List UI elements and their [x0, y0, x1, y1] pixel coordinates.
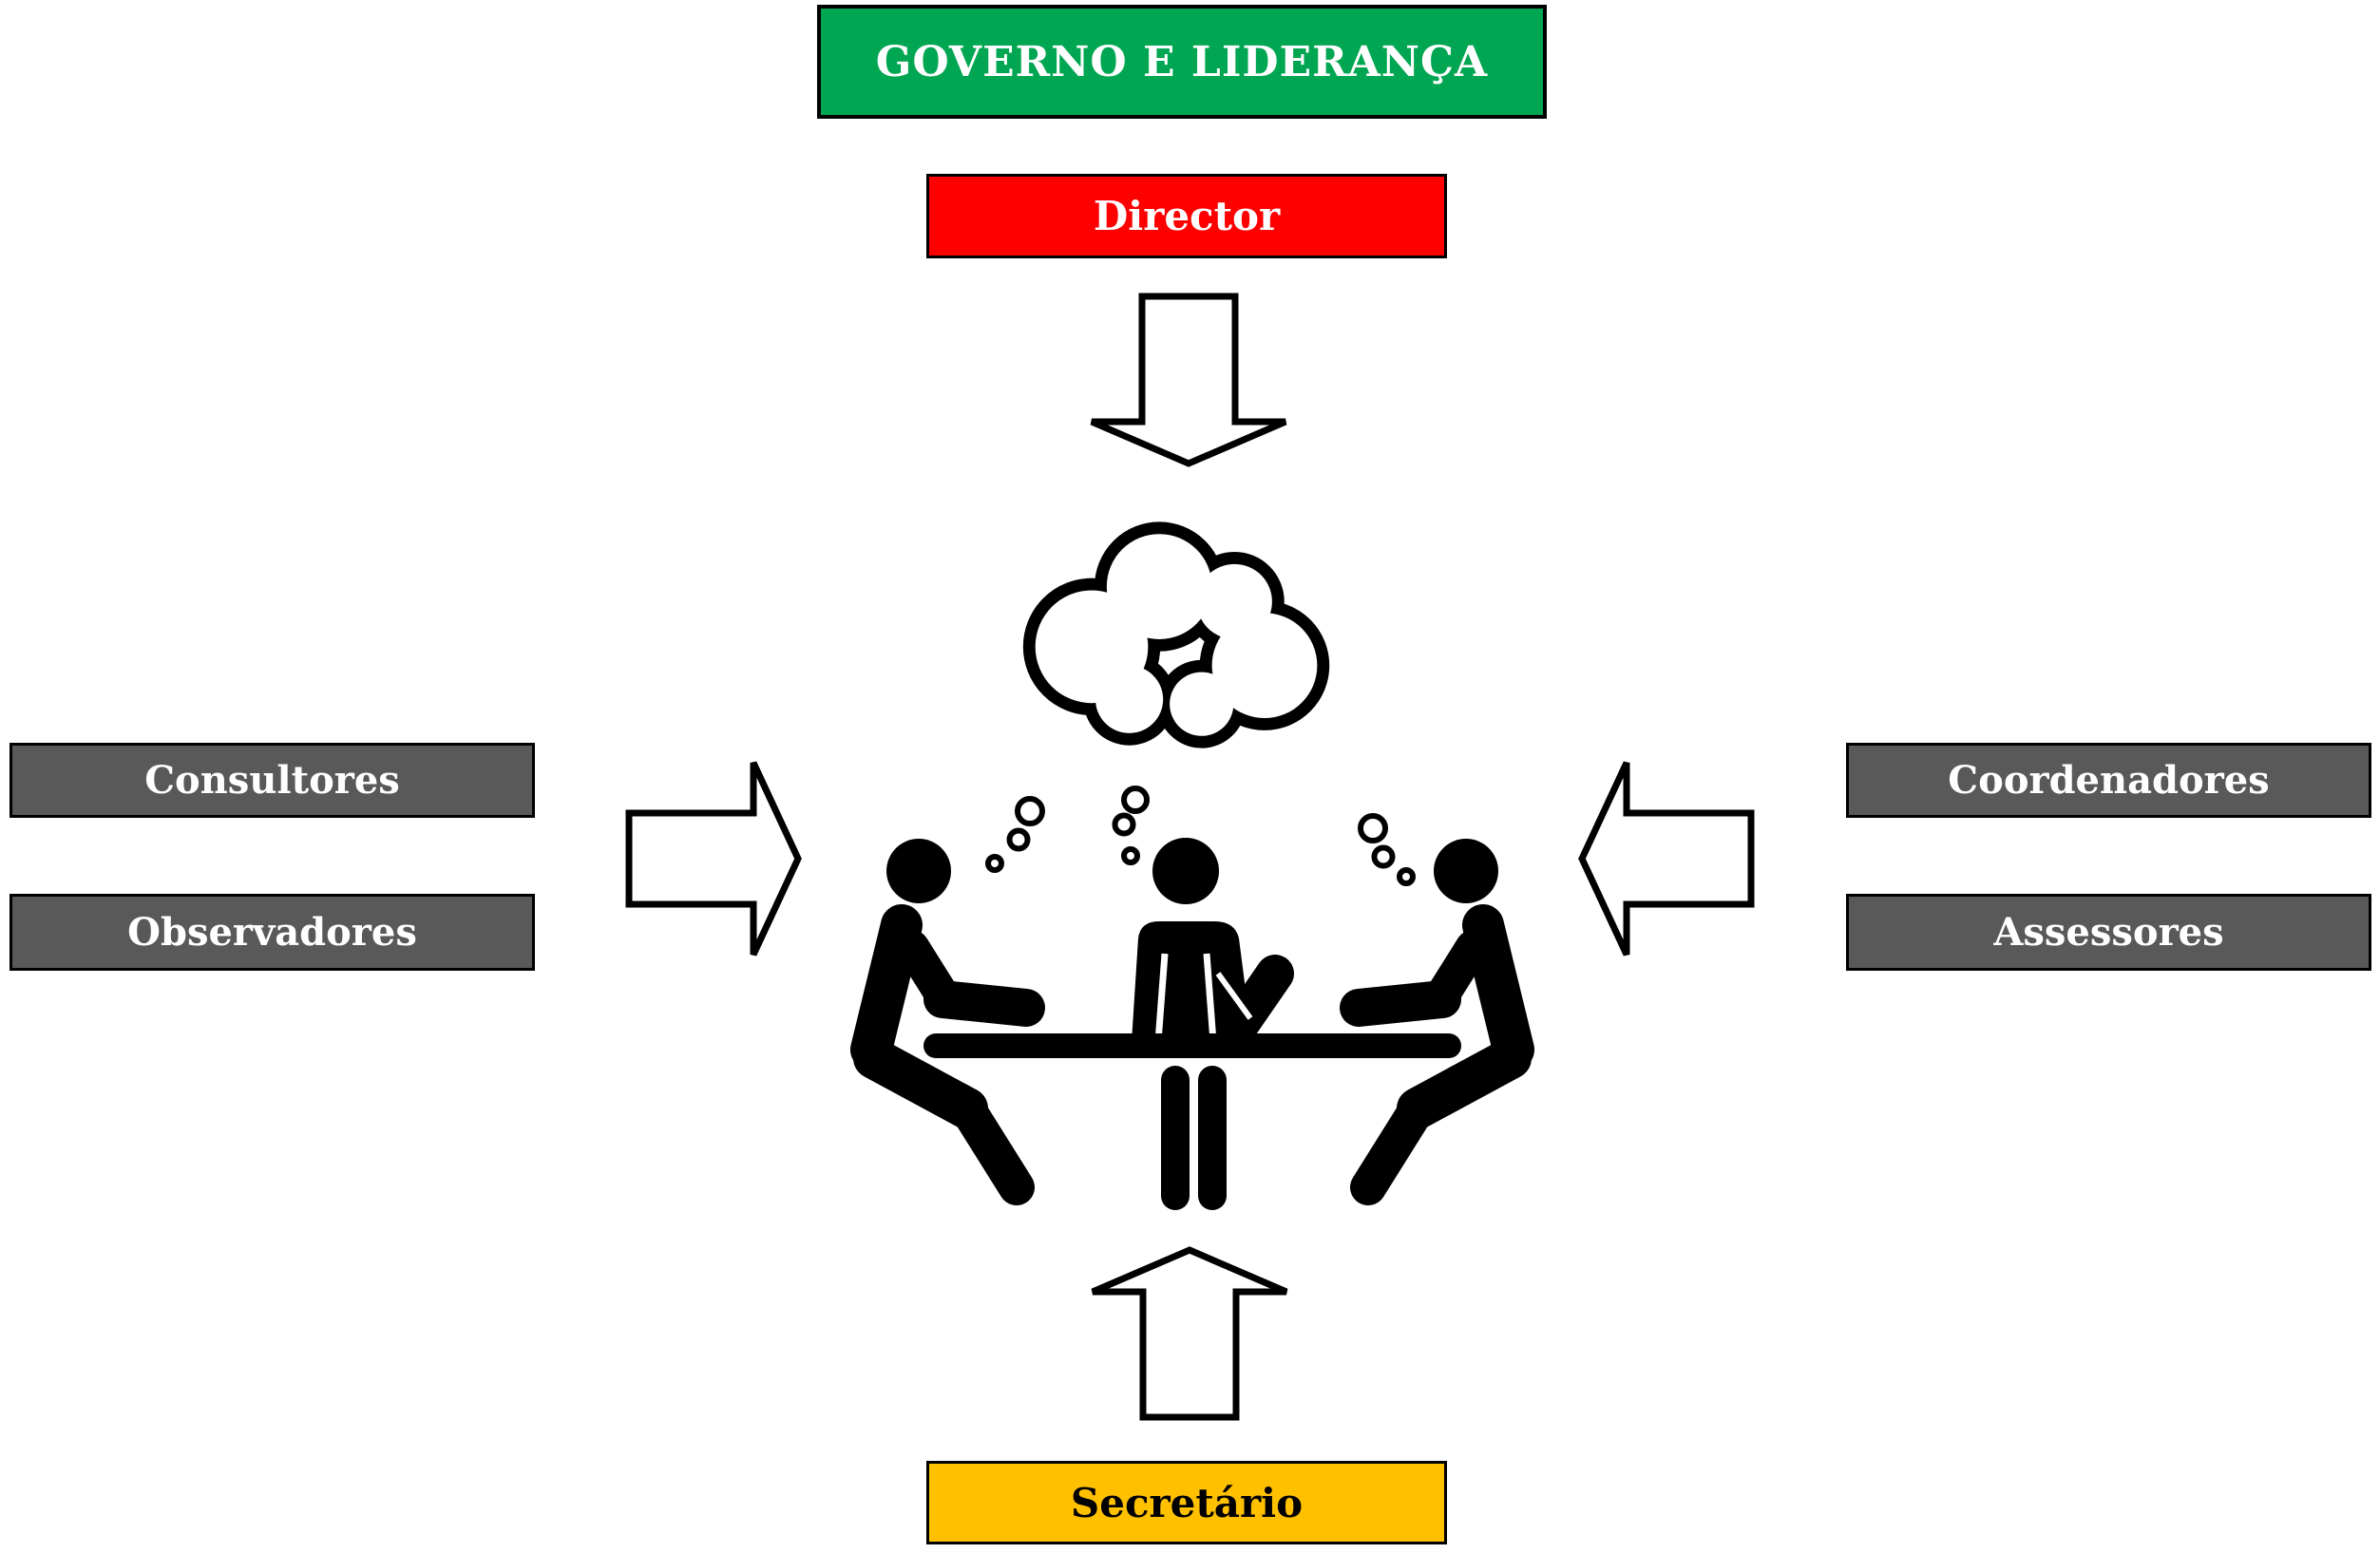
down-block-arrow-icon: [1090, 293, 1287, 467]
up-block-arrow-icon: [1091, 1246, 1288, 1421]
observadores-box: Observadores: [10, 894, 535, 971]
coordenadores-label: Coordenadores: [1948, 758, 2270, 803]
consultores-label: Consultores: [144, 758, 400, 803]
table-bar: [923, 1033, 1461, 1058]
coordenadores-box: Coordenadores: [1846, 743, 2371, 818]
consultores-box: Consultores: [10, 743, 535, 818]
right-person: [1340, 839, 1534, 1205]
assessores-label: Assessores: [1993, 910, 2224, 955]
governance-box: GOVERNO E LIDERANÇA: [817, 5, 1547, 119]
governance-label: GOVERNO E LIDERANÇA: [875, 37, 1489, 86]
center-person: [1131, 838, 1294, 1210]
meeting-table-icon: [850, 786, 1534, 1210]
assessores-box: Assessores: [1846, 894, 2371, 971]
thought-bubbles: [985, 786, 1416, 886]
observadores-label: Observadores: [127, 910, 417, 955]
left-person: [850, 839, 1045, 1205]
left-block-arrow-icon: [1578, 761, 1755, 956]
secretario-box: Secretário: [926, 1461, 1447, 1544]
thought-cloud-icon: [1022, 521, 1330, 748]
director-label: Director: [1093, 193, 1281, 239]
secretario-label: Secretário: [1070, 1479, 1304, 1526]
director-box: Director: [926, 174, 1447, 258]
right-block-arrow-icon: [625, 761, 802, 956]
